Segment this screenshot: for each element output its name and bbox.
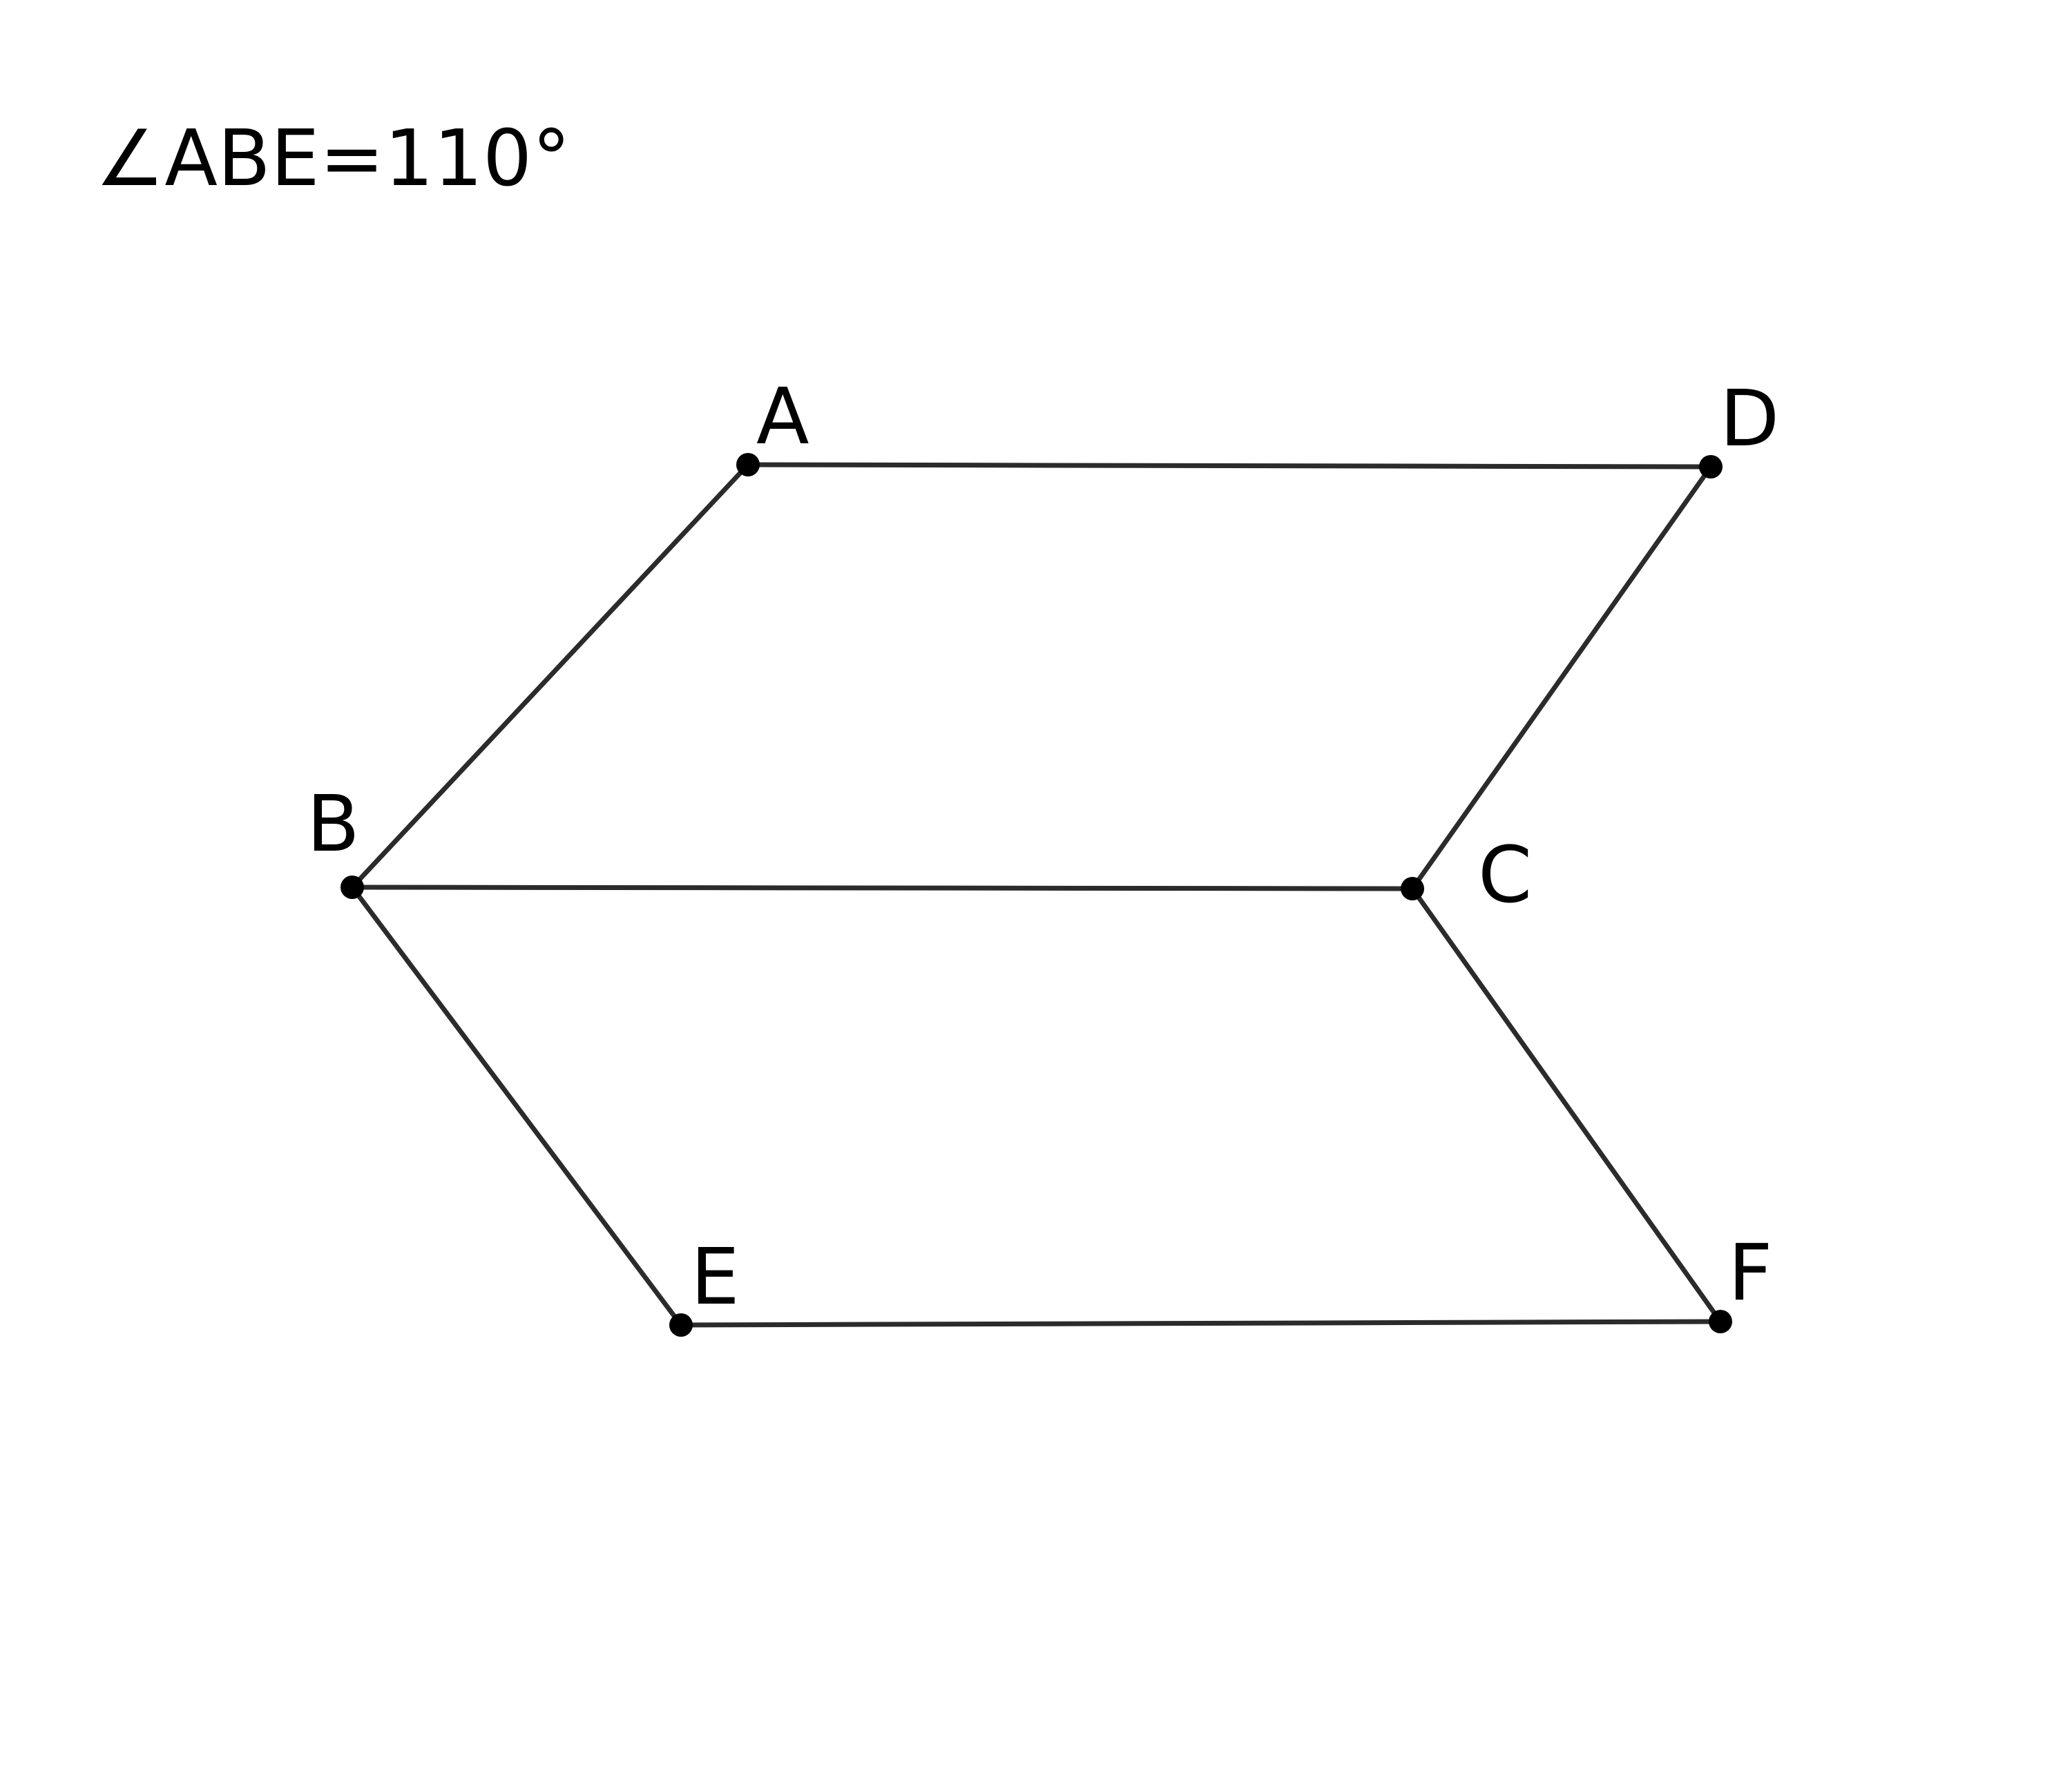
label-D: D: [1720, 374, 1779, 464]
segment-BE: [349, 884, 684, 1328]
label-F: F: [1728, 1228, 1772, 1318]
point-E[interactable]: [669, 1313, 693, 1337]
segment-CF: [1410, 886, 1723, 1324]
segment-DC: [1410, 464, 1714, 891]
point-D[interactable]: [1699, 455, 1723, 478]
segment-AB: [349, 462, 751, 890]
labels-group: A D B C E F: [307, 372, 1779, 1322]
points-group: [340, 453, 1732, 1337]
angle-measurement: ∠ABE=110°: [95, 114, 570, 204]
label-B: B: [307, 780, 360, 869]
point-C[interactable]: [1401, 877, 1424, 900]
segments-group: [349, 462, 1723, 1328]
label-A: A: [756, 372, 809, 462]
point-B[interactable]: [340, 876, 364, 899]
point-A[interactable]: [736, 453, 760, 476]
segment-EF: [678, 1319, 1723, 1328]
segment-AD: [745, 462, 1714, 470]
segment-BC: [349, 884, 1415, 891]
point-F[interactable]: [1709, 1310, 1732, 1333]
label-E: E: [691, 1232, 740, 1322]
label-C: C: [1478, 831, 1532, 920]
